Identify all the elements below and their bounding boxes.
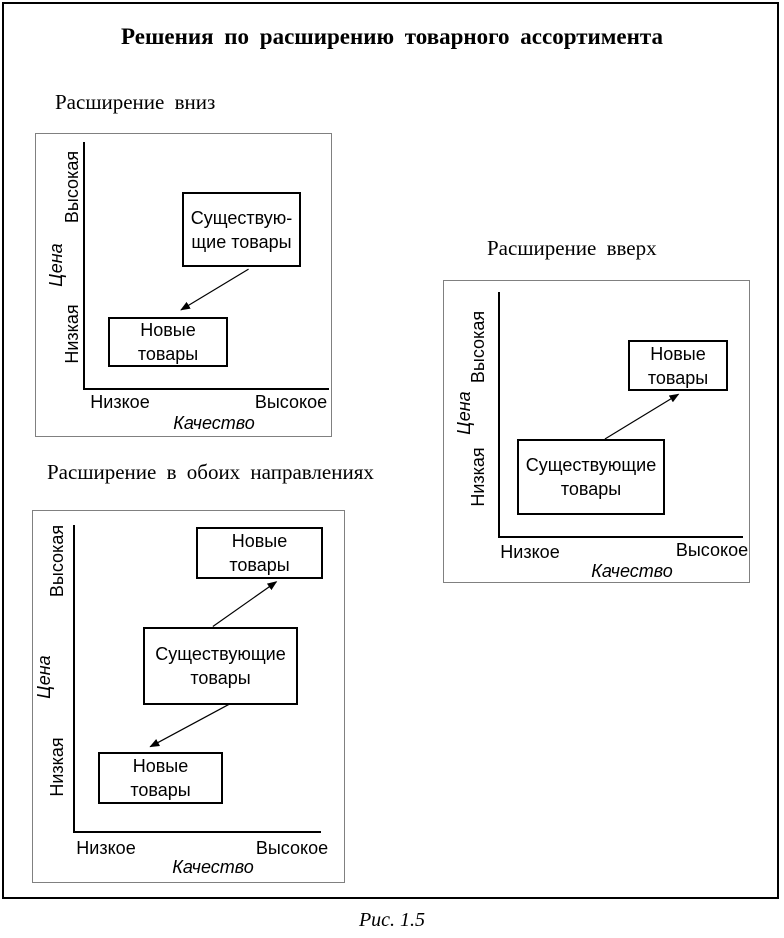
y-axis-high-label: Высокая [468,310,488,384]
new-products-box: Новые товары [108,317,228,367]
x-axis-high-label: Высокое [675,540,749,560]
existing-products-line2: товары [560,479,622,499]
new-products-line2: товары [647,367,709,388]
existing-products-line1: Существую- [190,207,293,228]
y-axis-line [498,292,500,538]
existing-products-box: Существующие товары [517,439,665,515]
new-products-bottom-line2: товары [130,780,191,800]
existing-products-line1: Существующие [525,455,657,475]
figure-caption: Рис. 1.5 [358,909,426,931]
y-axis-high-label: Высокая [62,150,82,224]
existing-products-box: Существующие товары [143,627,298,705]
new-products-line1: Новые [650,343,706,364]
y-axis-low-label: Низкая [468,447,488,507]
panel-extension-down: Высокая Цена Низкая Существую- щие товар… [35,133,332,437]
x-axis-line [83,388,329,390]
panel-extension-both: Высокая Цена Низкая Новые товары Существ… [32,510,345,883]
y-axis-low-label: Низкая [47,737,67,797]
y-axis-line [73,525,75,833]
new-products-line2: товары [137,344,199,364]
x-axis-low-label: Низкое [76,838,136,858]
existing-products-line2: щие товары [191,231,292,252]
panel-title-extension-up: Расширение вверх [487,236,657,260]
y-axis-low-label: Низкая [62,304,82,364]
y-axis-line [83,142,85,390]
figure-title: Решения по расширению товарного ассортим… [121,24,663,49]
y-axis-title: Цена [46,243,66,287]
existing-products-box: Существую- щие товары [182,192,301,267]
x-axis-title: Качество [173,413,255,433]
new-products-top-line1: Новые [231,531,288,551]
x-axis-line [498,536,743,538]
x-axis-low-label: Низкое [500,542,560,562]
x-axis-high-label: Высокое [254,392,328,412]
x-axis-line [73,831,321,833]
new-products-bottom-line1: Новые [132,756,189,776]
x-axis-low-label: Низкое [90,392,150,412]
y-axis-title: Цена [34,655,54,699]
existing-products-line1: Существующие [155,644,286,664]
x-axis-title: Качество [591,561,673,581]
y-axis-title: Цена [454,391,474,435]
existing-products-line2: товары [190,668,251,688]
x-axis-title: Качество [172,857,254,877]
new-products-top-box: Новые товары [196,527,323,579]
new-products-line1: Новые [140,320,196,340]
panel-extension-up: Высокая Цена Низкая Новые товары Существ… [443,280,750,583]
new-products-bottom-box: Новые товары [98,752,223,804]
panel-title-extension-both: Расширение в обоих направлениях [47,460,374,484]
new-products-top-line2: товары [229,555,290,575]
x-axis-high-label: Высокое [255,838,329,858]
new-products-box: Новые товары [628,340,728,391]
panel-title-extension-down: Расширение вниз [55,90,216,114]
y-axis-high-label: Высокая [47,524,67,598]
